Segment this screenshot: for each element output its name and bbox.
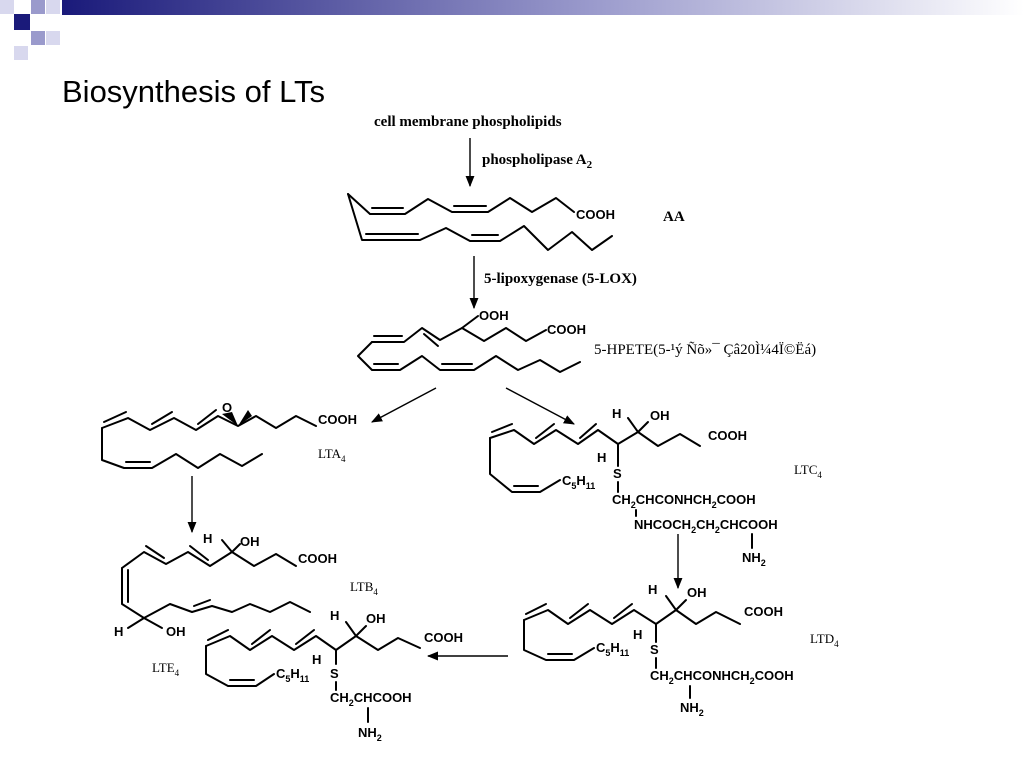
ltd4-label: LTD4 [810, 631, 839, 649]
deco-square [0, 0, 14, 14]
arrow-to-lta4 [371, 387, 437, 423]
ltd4-cooh: COOH [744, 604, 783, 619]
hpete-cooh: COOH [547, 322, 586, 337]
hpete-label: 5-HPETE(5-¹ý Ñõ»¯ Çâ20Ì¼4Ï©Ëá) [594, 341, 816, 358]
ltd4-h: H [648, 582, 657, 597]
ltc4-chain1: CH2CHCONHCH2COOH [612, 492, 756, 510]
ltb4-h: H [203, 531, 212, 546]
ltd4-h2: H [633, 627, 642, 642]
lte4-cooh: COOH [424, 630, 463, 645]
ltc4-s: S [613, 466, 622, 481]
slide-title: Biosynthesis of LTs [62, 74, 326, 109]
ltd4-s: S [650, 642, 659, 657]
ltc4-chain2: NHCOCH2CH2CHCOOH [634, 517, 778, 535]
cell-membrane-label: cell membrane phospholipids [374, 114, 562, 130]
deco-square [14, 14, 30, 30]
ltc4-oh: OH [650, 408, 670, 423]
deco-square [14, 46, 28, 60]
deco-square [31, 0, 45, 14]
ltc4-c5h11: C5H11 [562, 473, 595, 491]
aa-label: AA [663, 209, 685, 225]
lte4-structure [205, 621, 421, 687]
lte4-h: H [330, 608, 339, 623]
ltd4-chain: CH2CHCONHCH2COOH [650, 668, 794, 686]
ltc4-cooh: COOH [708, 428, 747, 443]
lta4-epoxide-o: O [222, 400, 232, 415]
lte4-h2: H [312, 652, 321, 667]
deco-square [46, 31, 60, 45]
deco-square [31, 31, 45, 45]
slide-decoration [0, 0, 1024, 60]
lte4-s: S [330, 666, 339, 681]
ltc4-label: LTC4 [794, 462, 822, 480]
lte4-nh2: NH2 [358, 725, 382, 743]
ltd4-structure [523, 595, 741, 661]
ltb4-oh: OH [240, 534, 260, 549]
ltc4-h2: H [597, 450, 606, 465]
header-gradient-bar [62, 0, 1024, 15]
ltb4-label: LTB4 [350, 579, 378, 597]
ltb4-structure [121, 539, 311, 629]
ltc4-structure [489, 417, 701, 493]
lta4-cooh: COOH [318, 412, 357, 427]
enzyme1-label: phospholipase A2 [482, 152, 593, 171]
lte4-c5h11: C5H11 [276, 666, 309, 684]
hpete-structure [357, 315, 581, 373]
ltb4-h2: H [114, 624, 123, 639]
enzyme2-label: 5-lipoxygenase (5-LOX) [484, 271, 637, 287]
arrow-to-ltc4 [505, 387, 575, 425]
lte4-oh: OH [366, 611, 386, 626]
lte4-chain: CH2CHCOOH [330, 690, 412, 708]
ltb4-oh2: OH [166, 624, 186, 639]
hpete-ooh: OOH [479, 308, 509, 323]
ltb4-cooh: COOH [298, 551, 337, 566]
lta4-structure [101, 409, 317, 469]
ltc4-h: H [612, 406, 621, 421]
lta4-label: LTA4 [318, 446, 346, 464]
ltd4-c5h11: C5H11 [596, 640, 629, 658]
ltd4-nh2: NH2 [680, 700, 704, 718]
ltd4-oh: OH [687, 585, 707, 600]
aa-cooh: COOH [576, 207, 615, 222]
deco-square [46, 0, 60, 14]
lte4-label: LTE4 [152, 660, 180, 678]
ltc4-nh2: NH2 [742, 550, 766, 568]
aa-structure [347, 193, 613, 251]
